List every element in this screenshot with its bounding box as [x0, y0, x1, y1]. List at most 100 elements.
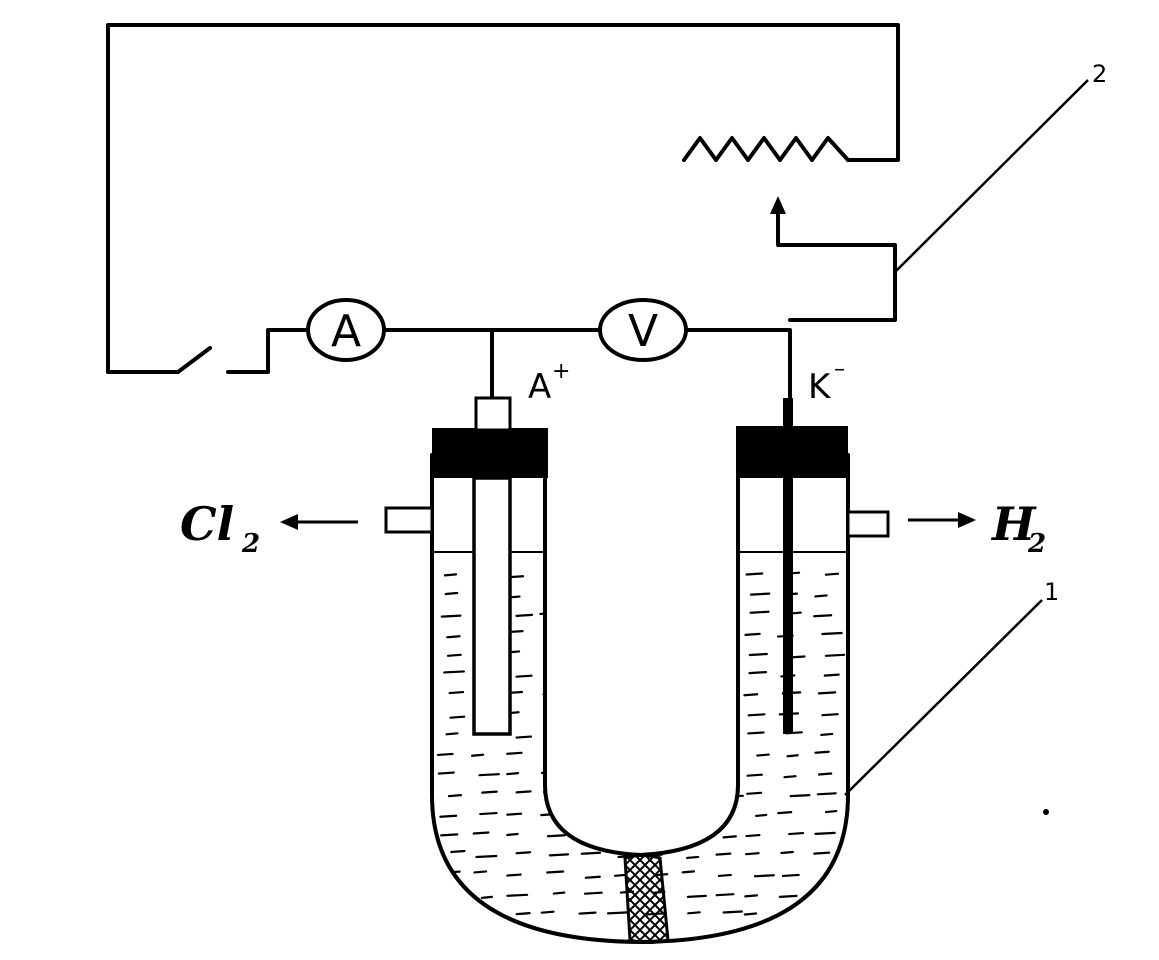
liquid-dash [687, 911, 701, 915]
liquid-dash [680, 593, 700, 598]
liquid-dash [683, 733, 697, 737]
liquid-dash [450, 849, 466, 854]
liquid-dash [680, 814, 694, 819]
liquid-dash [745, 572, 764, 576]
liquid-dash [744, 894, 759, 898]
liquid-dash [684, 794, 698, 798]
liquid-dash [446, 653, 462, 657]
liquid-dash [479, 811, 498, 816]
liquid-dash [710, 809, 731, 814]
svg-text:A: A [528, 367, 551, 407]
liquid-dash [515, 674, 533, 678]
liquid-dash [584, 875, 601, 879]
liquid-dash [446, 635, 461, 639]
liquid-dash [580, 851, 602, 855]
liquid-dash [585, 731, 601, 736]
liquid-dash [551, 592, 566, 596]
svg-text:2: 2 [1027, 529, 1046, 559]
chlorine-arrow [280, 514, 358, 530]
liquid-dash [710, 694, 732, 698]
liquid-dash [777, 810, 793, 815]
callout-2: 2 [894, 60, 1107, 273]
left-outlet-tube [384, 506, 434, 534]
anode-electrode [472, 396, 512, 736]
liquid-dash [478, 773, 500, 777]
liquid-dash [572, 815, 592, 819]
liquid-dash [824, 572, 840, 576]
liquid-dash [651, 714, 667, 718]
liquid-dash [506, 812, 523, 816]
liquid-dash [686, 894, 707, 898]
liquid-dash [821, 713, 839, 717]
liquid-dash [756, 753, 770, 757]
liquid-dash [617, 692, 636, 696]
liquid-dash [612, 771, 634, 775]
liquid-dash [645, 735, 667, 739]
liquid-dash [749, 610, 770, 614]
liquid-dash [472, 831, 490, 835]
liquid-dash [642, 831, 660, 836]
liquid-dash [681, 655, 701, 659]
liquid-dash [515, 790, 532, 794]
liquid-dash [613, 630, 630, 634]
liquid-dash [620, 673, 635, 678]
liquid-dash [749, 592, 771, 596]
liquid-dash [715, 893, 735, 897]
rheostat [682, 136, 850, 162]
liquid-dash [641, 794, 658, 798]
liquid-dash [515, 735, 533, 739]
liquid-dash [443, 670, 465, 674]
liquid-dash [644, 814, 663, 818]
liquid-dash [679, 753, 693, 757]
liquid-dash [817, 772, 833, 776]
liquid-dash [681, 610, 704, 614]
liquid-dash [506, 832, 519, 837]
liquid-dash [685, 833, 706, 837]
liquid-dash [650, 670, 665, 675]
liquid-dash [506, 772, 520, 776]
liquid-dash [710, 572, 733, 576]
speck [1043, 809, 1049, 815]
chlorine-label: Cl 2 [180, 497, 260, 559]
liquid-dash [616, 590, 631, 594]
liquid-dash [575, 612, 595, 616]
liquid-dash [722, 794, 744, 798]
liquid-dash [515, 912, 531, 916]
liquid-dash [550, 732, 565, 736]
liquid-dash [717, 752, 733, 756]
liquid-dash [448, 690, 465, 695]
liquid-dash [475, 854, 498, 859]
liquid-dash [480, 895, 494, 899]
liquid-dash [582, 570, 600, 574]
liquid-dash [550, 634, 565, 639]
liquid-dash [748, 671, 768, 675]
liquid-dash [824, 809, 838, 814]
liquid-dash [824, 653, 846, 657]
rheostat-slider-arrow [770, 196, 786, 214]
liquid-dash [577, 690, 591, 694]
voltmeter-label: V [628, 306, 658, 357]
liquid-dash [575, 749, 596, 754]
svg-text:1: 1 [1044, 578, 1059, 606]
liquid-dash [814, 831, 836, 835]
liquid-dash [781, 873, 800, 878]
liquid-dash [606, 911, 629, 915]
diaphragm [623, 854, 670, 944]
cathode-label: K – [808, 357, 845, 407]
liquid-dash [515, 613, 534, 617]
liquid-dash [717, 630, 734, 634]
liquid-dash [788, 831, 805, 836]
liquid-dash [722, 910, 743, 914]
liquid-dash [647, 590, 660, 594]
voltmeter: V [598, 298, 688, 362]
liquid-dash [549, 713, 571, 717]
liquid-dash [715, 730, 733, 735]
liquid-dash [545, 675, 565, 679]
liquid-dash [647, 772, 669, 777]
liquid-dash [814, 750, 830, 754]
liquid-dash [573, 672, 591, 676]
liquid-dash [746, 791, 763, 795]
liquid-dash [548, 755, 570, 759]
liquid-dash [438, 911, 456, 915]
liquid-dash [823, 910, 838, 915]
